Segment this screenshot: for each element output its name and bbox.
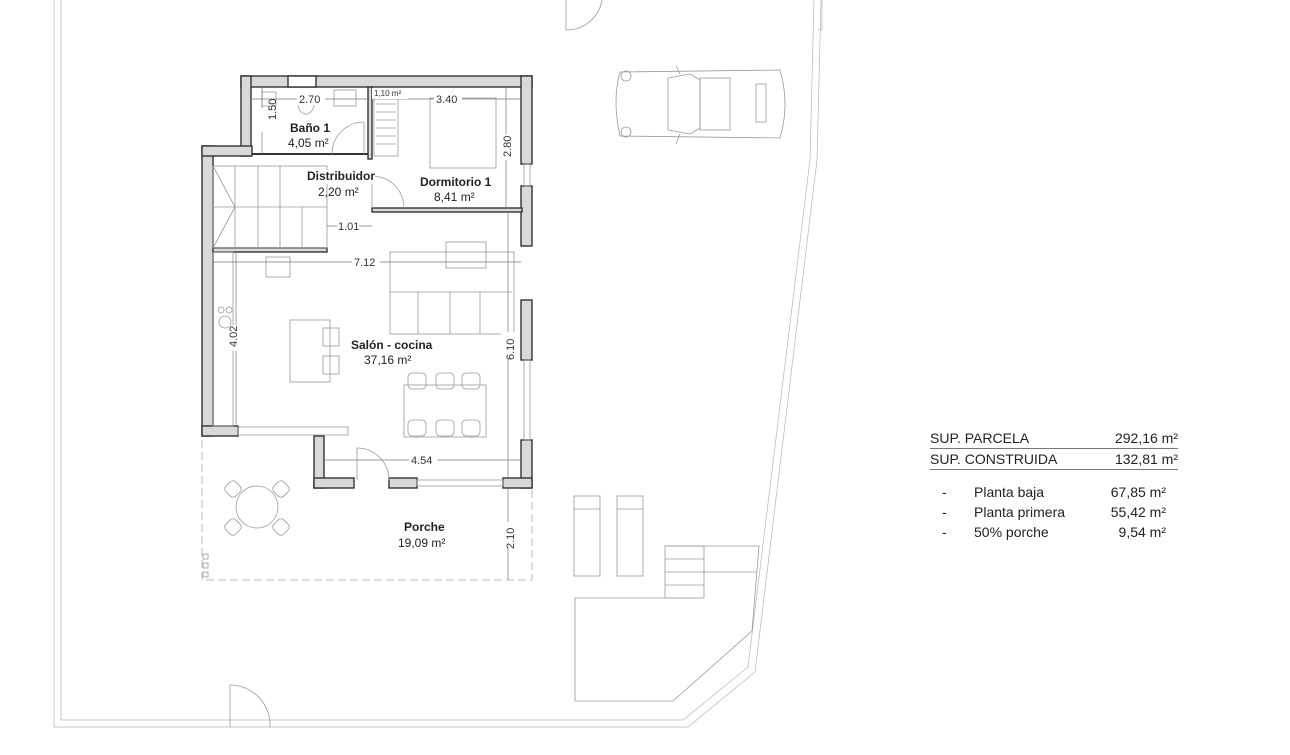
porch-table xyxy=(224,480,290,536)
kitchen-counter xyxy=(212,251,291,427)
room-labels: Baño 1 4,05 m² Distribuidor 2,20 m² Dorm… xyxy=(288,121,492,550)
dim-distrib: 1.01 xyxy=(338,221,359,233)
breakdown-label: Planta primera xyxy=(974,504,1066,520)
door-dorm xyxy=(371,175,405,209)
surface-summary: SUP. PARCELA 292,16 m² SUP. CONSTRUIDA 1… xyxy=(930,428,1178,542)
dim-closet: 1,10 m² xyxy=(374,89,401,98)
dim-salon-right: 6.10 xyxy=(505,339,517,360)
dim-front-width: 4.54 xyxy=(411,455,432,467)
room-name-porche: Porche xyxy=(404,520,445,534)
room-name-dormitorio: Dormitorio 1 xyxy=(420,175,492,189)
stairs xyxy=(212,165,328,249)
room-area-bano: 4,05 m² xyxy=(288,136,329,150)
sun-lounger-2 xyxy=(616,495,644,577)
door-entry xyxy=(356,447,390,481)
parcel-gate-top xyxy=(565,0,603,31)
sun-lounger-1 xyxy=(573,495,601,577)
summary-label: SUP. PARCELA xyxy=(930,430,1030,446)
door-bath xyxy=(331,121,365,155)
car-icon xyxy=(615,65,786,145)
dim-bano-height: 1.50 xyxy=(267,99,279,120)
closet xyxy=(373,97,399,157)
summary-value: 292,16 m² xyxy=(1114,430,1178,446)
room-area-salon: 37,16 m² xyxy=(364,353,411,367)
dim-dorm-width: 3.40 xyxy=(436,94,457,106)
dim-dorm-height: 2.80 xyxy=(502,136,514,157)
sofa xyxy=(389,241,515,335)
breakdown-label: Planta baja xyxy=(974,484,1045,500)
summary-row-parcela: SUP. PARCELA 292,16 m² xyxy=(930,428,1178,449)
bed xyxy=(429,97,497,169)
pool xyxy=(574,545,760,702)
room-name-bano: Baño 1 xyxy=(290,121,330,135)
summary-label: SUP. CONSTRUIDA xyxy=(930,451,1058,467)
breakdown-value: 67,85 m² xyxy=(1110,484,1166,500)
room-name-salon: Salón - cocina xyxy=(351,338,433,352)
room-area-dormitorio: 8,41 m² xyxy=(434,190,475,204)
room-area-porche: 19,09 m² xyxy=(398,536,445,550)
summary-value: 132,81 m² xyxy=(1114,451,1178,467)
bullet: - xyxy=(942,524,947,540)
room-name-distribuidor: Distribuidor xyxy=(307,169,375,183)
bullet: - xyxy=(942,504,947,520)
breakdown-value: 9,54 m² xyxy=(1118,524,1166,540)
dim-salon-width: 7.12 xyxy=(354,257,375,269)
house-walls xyxy=(201,75,533,489)
breakdown-row-porche: - 50% porche 9,54 m² xyxy=(930,522,1178,542)
kitchen-island xyxy=(289,319,340,383)
dim-porch-depth: 2.10 xyxy=(505,528,517,549)
breakdown-row-planta-primera: - Planta primera 55,42 m² xyxy=(930,502,1178,522)
breakdown-value: 55,42 m² xyxy=(1110,504,1166,520)
porch-outline xyxy=(201,440,533,581)
dimension-labels: 2.70 1,10 m² 3.40 1.50 2.80 1.01 7.12 4.… xyxy=(228,88,517,549)
breakdown-row-planta-baja: - Planta baja 67,85 m² xyxy=(930,482,1178,502)
parcel-boundary xyxy=(53,0,823,728)
bullet: - xyxy=(942,484,947,500)
dining-table xyxy=(403,372,487,438)
porch-posts xyxy=(202,553,209,578)
summary-row-construida: SUP. CONSTRUIDA 132,81 m² xyxy=(930,449,1178,470)
room-area-distribuidor: 2,20 m² xyxy=(318,185,359,199)
dim-salon-left: 4.02 xyxy=(228,326,240,347)
breakdown-label: 50% porche xyxy=(974,524,1049,540)
dimension-lines xyxy=(213,87,521,580)
dim-bano-width: 2.70 xyxy=(299,94,320,106)
parcel-gate-bottom xyxy=(229,684,271,728)
